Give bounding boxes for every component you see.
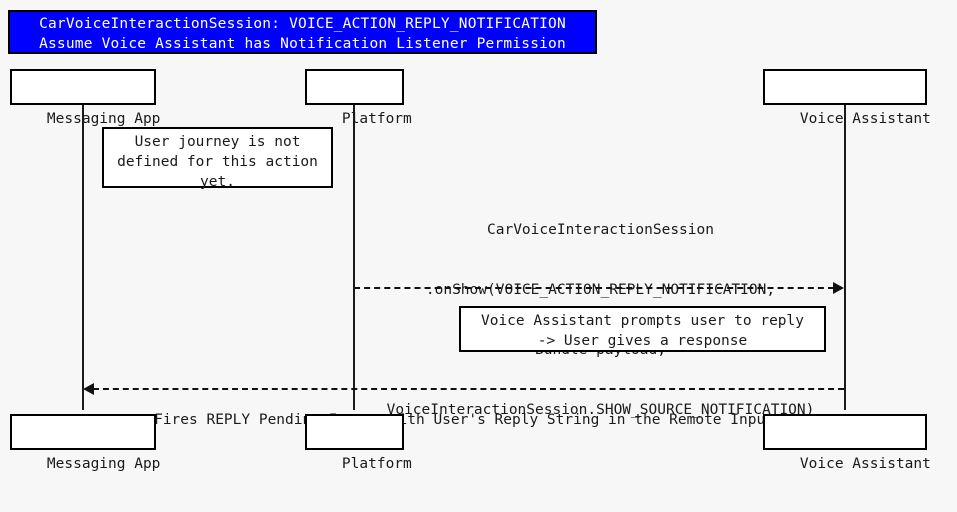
arrow-head-left-icon — [83, 383, 94, 395]
participant-messaging-app-top[interactable]: Messaging App — [10, 69, 160, 127]
diagram-title-banner: CarVoiceInteractionSession: VOICE_ACTION… — [8, 10, 597, 54]
lifeline-voice-assistant — [844, 104, 846, 410]
participant-label: Voice Assistant — [799, 111, 931, 127]
note-line: User journey is not — [134, 134, 301, 150]
diagram-title-line-2: Assume Voice Assistant has Notification … — [39, 36, 566, 52]
participant-platform-top[interactable]: Platform — [305, 69, 412, 127]
participant-label: Voice Assistant — [799, 456, 931, 472]
message-line: Fires REPLY Pending Intent with User's R… — [154, 412, 774, 428]
message-line: VoiceInteractionSession.SHOW_SOURCE_NOTI… — [386, 402, 815, 418]
message-label-reply-pending-intent: Fires REPLY Pending Intent with User's R… — [84, 370, 844, 470]
message-arrow-reply-pending-intent — [83, 383, 845, 395]
participant-label: Platform — [341, 111, 412, 127]
message-line: .onShow(VOICE_ACTION_REPLY_NOTIFICATION, — [425, 282, 776, 298]
message-line: CarVoiceInteractionSession — [487, 222, 714, 238]
note-voice-prompt: Voice Assistant prompts user to reply ->… — [459, 306, 826, 352]
participant-label: Messaging App — [46, 456, 161, 472]
note-line: yet. — [200, 174, 235, 190]
note-line: Voice Assistant prompts user to reply — [480, 313, 804, 329]
diagram-title-line-1: CarVoiceInteractionSession: VOICE_ACTION… — [39, 16, 566, 32]
arrow-shaft — [93, 388, 844, 390]
message-arrow-onshow — [354, 282, 845, 294]
participant-label: Platform — [341, 456, 412, 472]
note-line: -> User gives a response — [537, 333, 748, 349]
arrow-shaft — [354, 287, 834, 289]
lifeline-platform — [353, 104, 355, 410]
participant-platform-bottom[interactable]: Platform — [305, 414, 412, 472]
participant-label: Messaging App — [46, 111, 161, 127]
sequence-diagram-canvas: CarVoiceInteractionSession: VOICE_ACTION… — [8, 10, 931, 472]
arrow-head-right-icon — [833, 282, 844, 294]
participant-messaging-app-bottom[interactable]: Messaging App — [10, 414, 160, 472]
participant-voice-assistant-top[interactable]: Voice Assistant — [763, 69, 931, 127]
participant-voice-assistant-bottom[interactable]: Voice Assistant — [763, 414, 931, 472]
note-line: defined for this action — [117, 154, 318, 170]
lifeline-messaging-app — [82, 104, 84, 410]
note-user-journey: User journey is not defined for this act… — [102, 127, 333, 190]
